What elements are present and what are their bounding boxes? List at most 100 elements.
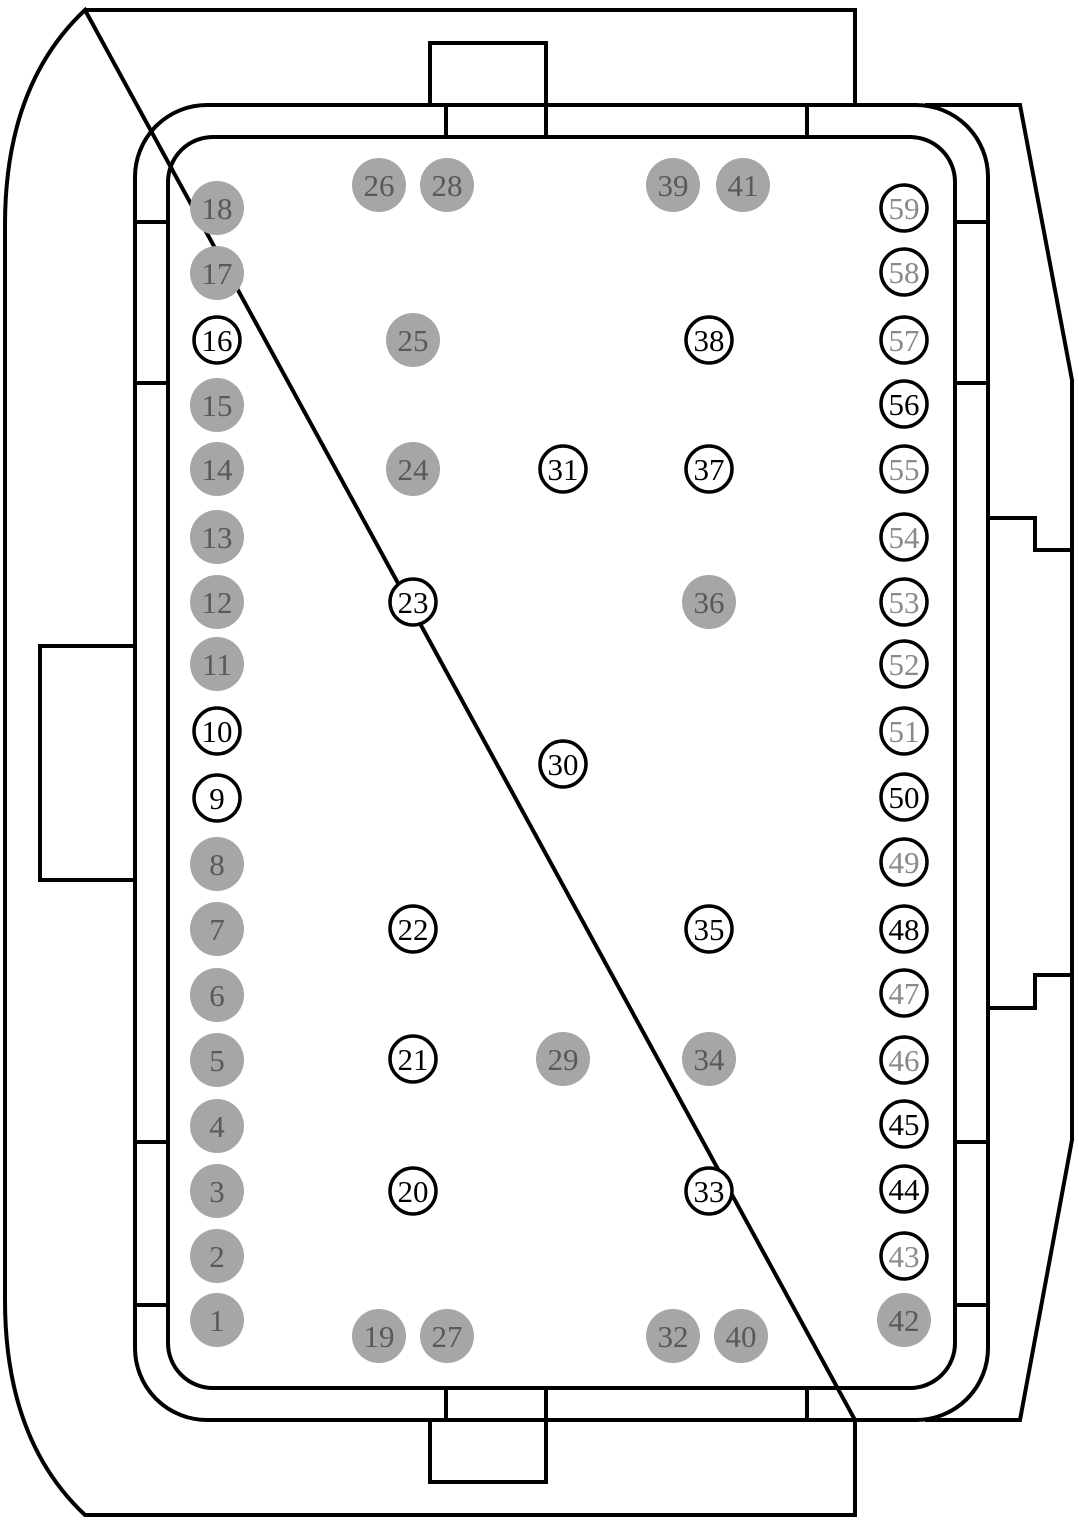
pin-label: 13 <box>202 520 233 555</box>
pin-cavity-circle <box>684 1166 734 1216</box>
pin-49: 49 <box>879 837 929 887</box>
pin-5: 5 <box>190 1033 244 1087</box>
pin-17: 17 <box>190 246 244 300</box>
pin-26: 26 <box>352 158 406 212</box>
pin-9: 9 <box>192 773 242 823</box>
bottom-key-tab <box>428 1388 548 1484</box>
pin-cavity-circle <box>190 1293 244 1347</box>
pin-58: 58 <box>879 247 929 297</box>
pin-cavity-circle <box>879 1099 929 1149</box>
pin-label: 8 <box>209 847 225 882</box>
pin-label: 59 <box>889 191 920 226</box>
pin-10: 10 <box>192 706 242 756</box>
pin-18: 18 <box>190 181 244 235</box>
pin-cavity-circle <box>190 837 244 891</box>
pin-52: 52 <box>879 639 929 689</box>
pin-cavity-circle <box>684 444 734 494</box>
pin-label: 16 <box>202 323 233 358</box>
pin-label: 31 <box>548 452 579 487</box>
pin-19: 19 <box>352 1309 406 1363</box>
pin-cavity-circle <box>192 315 242 365</box>
pin-label: 24 <box>398 452 430 487</box>
pin-cavity-circle <box>190 1164 244 1218</box>
pin-label: 33 <box>694 1174 725 1209</box>
pin-cavity-circle <box>538 739 588 789</box>
pin-cavity-circle <box>420 1309 474 1363</box>
pin-43: 43 <box>879 1231 929 1281</box>
pin-cavity-circle <box>190 1033 244 1087</box>
pin-label: 55 <box>889 452 920 487</box>
pin-cavity-circle <box>190 181 244 235</box>
pin-35: 35 <box>684 904 734 954</box>
pin-cavity-circle <box>879 577 929 627</box>
pin-label: 6 <box>209 978 225 1013</box>
pin-label: 37 <box>694 452 725 487</box>
pin-label: 1 <box>209 1303 225 1338</box>
pin-cavity-circle <box>879 183 929 233</box>
pin-cavity-circle <box>646 158 700 212</box>
pin-cavity-circle <box>388 904 438 954</box>
pin-40: 40 <box>714 1309 768 1363</box>
pin-label: 25 <box>398 323 429 358</box>
pin-cavity-circle <box>879 444 929 494</box>
pin-47: 47 <box>879 968 929 1018</box>
pin-1: 1 <box>190 1293 244 1347</box>
pin-label: 5 <box>209 1043 225 1078</box>
pin-cavity-circle <box>190 1229 244 1283</box>
pin-cavity-circle <box>538 444 588 494</box>
pin-46: 46 <box>879 1035 929 1085</box>
pin-cavity-circle <box>190 968 244 1022</box>
pin-cavity-circle <box>190 637 244 691</box>
pin-6: 6 <box>190 968 244 1022</box>
pin-cavity-circle <box>192 773 242 823</box>
pin-41: 41 <box>716 158 770 212</box>
pin-label: 50 <box>889 780 920 815</box>
pin-label: 47 <box>889 976 920 1011</box>
pin-label: 17 <box>202 256 233 291</box>
top-key-tab <box>428 41 548 137</box>
pin-label: 4 <box>209 1109 225 1144</box>
pin-cavity-circle <box>879 968 929 1018</box>
pin-16: 16 <box>192 315 242 365</box>
pin-label: 58 <box>889 255 920 290</box>
pin-cavity-circle <box>388 577 438 627</box>
pin-21: 21 <box>388 1034 438 1084</box>
pin-30: 30 <box>538 739 588 789</box>
pin-label: 46 <box>889 1043 920 1078</box>
pin-cavity-circle <box>190 902 244 956</box>
pin-label: 42 <box>889 1303 920 1338</box>
pin-label: 2 <box>209 1239 225 1274</box>
pin-cavity-circle <box>192 706 242 756</box>
pin-29: 29 <box>536 1032 590 1086</box>
left-latch-tab <box>38 644 135 882</box>
pin-cavity-circle <box>877 1293 931 1347</box>
pin-20: 20 <box>388 1166 438 1216</box>
pin-cavity-circle <box>684 904 734 954</box>
pin-38: 38 <box>684 315 734 365</box>
pin-label: 19 <box>364 1319 395 1354</box>
pin-27: 27 <box>420 1309 474 1363</box>
pin-22: 22 <box>388 904 438 954</box>
pin-cavity-circle <box>879 315 929 365</box>
housing-outer-wall <box>133 103 990 1422</box>
pin-45: 45 <box>879 1099 929 1149</box>
pin-label: 53 <box>889 585 920 620</box>
pin-39: 39 <box>646 158 700 212</box>
pin-label: 38 <box>694 323 725 358</box>
pin-label: 57 <box>889 323 920 358</box>
pin-label: 49 <box>889 845 920 880</box>
pin-label: 40 <box>726 1319 757 1354</box>
pin-cavity-circle <box>879 247 929 297</box>
pin-label: 36 <box>694 585 725 620</box>
pin-cavity-circle <box>879 379 929 429</box>
pin-cavity-circle <box>879 904 929 954</box>
pin-cavity-circle <box>684 315 734 365</box>
pin-cavity-circle <box>646 1309 700 1363</box>
pin-cavity-circle <box>388 1034 438 1084</box>
pin-label: 22 <box>398 912 429 947</box>
pin-label: 20 <box>398 1174 429 1209</box>
pin-label: 32 <box>658 1319 689 1354</box>
pin-2: 2 <box>190 1229 244 1283</box>
pin-cavity-circle <box>716 158 770 212</box>
